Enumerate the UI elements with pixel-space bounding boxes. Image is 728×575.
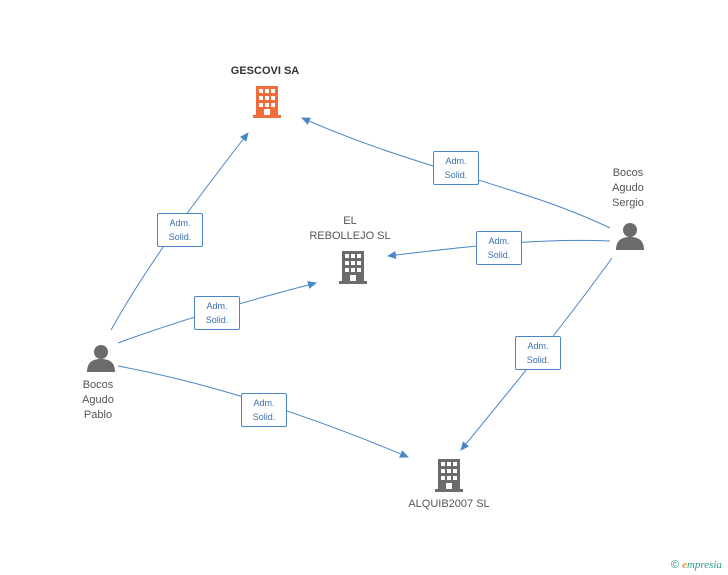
edge-label-line: Adm.: [445, 156, 467, 166]
edge-label-line: Solid.: [168, 232, 192, 242]
person-label-pablo[interactable]: Bocos Agudo Pablo: [68, 378, 128, 423]
edge-label-sergio-gescovi[interactable]: Adm. Solid.: [433, 151, 479, 185]
person-label-sergio[interactable]: Bocos Agudo Sergio: [598, 166, 658, 211]
brand-logo-e: e: [682, 559, 687, 571]
edge-label-line: Adm.: [169, 218, 191, 228]
edge-label-sergio-alquib[interactable]: Adm. Solid.: [515, 336, 561, 370]
edge-label-line: Adm.: [253, 398, 275, 408]
copyright-icon: ©: [670, 559, 679, 571]
building-icon[interactable]: [339, 251, 367, 284]
edge-label-line: Solid.: [252, 412, 276, 422]
brand-logo: empresia: [682, 559, 722, 571]
edge-label-sergio-rebollejo[interactable]: Adm. Solid.: [476, 231, 522, 265]
company-label-line: REBOLLEJO SL: [309, 230, 391, 242]
edge-label-pablo-gescovi[interactable]: Adm. Solid.: [157, 213, 203, 247]
person-label-line: Agudo: [82, 394, 114, 406]
person-icon[interactable]: [87, 345, 115, 372]
company-label-line: EL: [343, 215, 357, 227]
company-label-alquib[interactable]: ALQUIB2007 SL: [408, 498, 490, 510]
footer-brand[interactable]: © empresia: [671, 559, 722, 571]
edge-label-pablo-alquib[interactable]: Adm. Solid.: [241, 393, 287, 427]
person-label-line: Pablo: [83, 409, 113, 421]
building-icon[interactable]: [253, 86, 281, 118]
edge-label-line: Adm.: [206, 301, 228, 311]
person-label-line: Sergio: [612, 197, 644, 209]
person-label-line: Agudo: [612, 182, 644, 194]
edge-label-line: Solid.: [526, 355, 550, 365]
edge-label-line: Solid.: [205, 315, 229, 325]
edge-label-line: Solid.: [487, 250, 511, 260]
company-label-gescovi[interactable]: GESCOVI SA: [230, 65, 300, 77]
edge-label-line: Solid.: [444, 170, 468, 180]
brand-logo-text: mpresia: [686, 559, 722, 571]
person-label-line: Bocos: [82, 379, 114, 391]
edge-label-pablo-rebollejo[interactable]: Adm. Solid.: [194, 296, 240, 330]
person-label-line: Bocos: [612, 167, 644, 179]
building-icon[interactable]: [435, 459, 463, 492]
person-icon[interactable]: [616, 223, 644, 250]
company-label-rebollejo[interactable]: EL REBOLLEJO SL: [300, 214, 400, 244]
edge-label-line: Adm.: [527, 341, 549, 351]
edge-label-line: Adm.: [488, 236, 510, 246]
